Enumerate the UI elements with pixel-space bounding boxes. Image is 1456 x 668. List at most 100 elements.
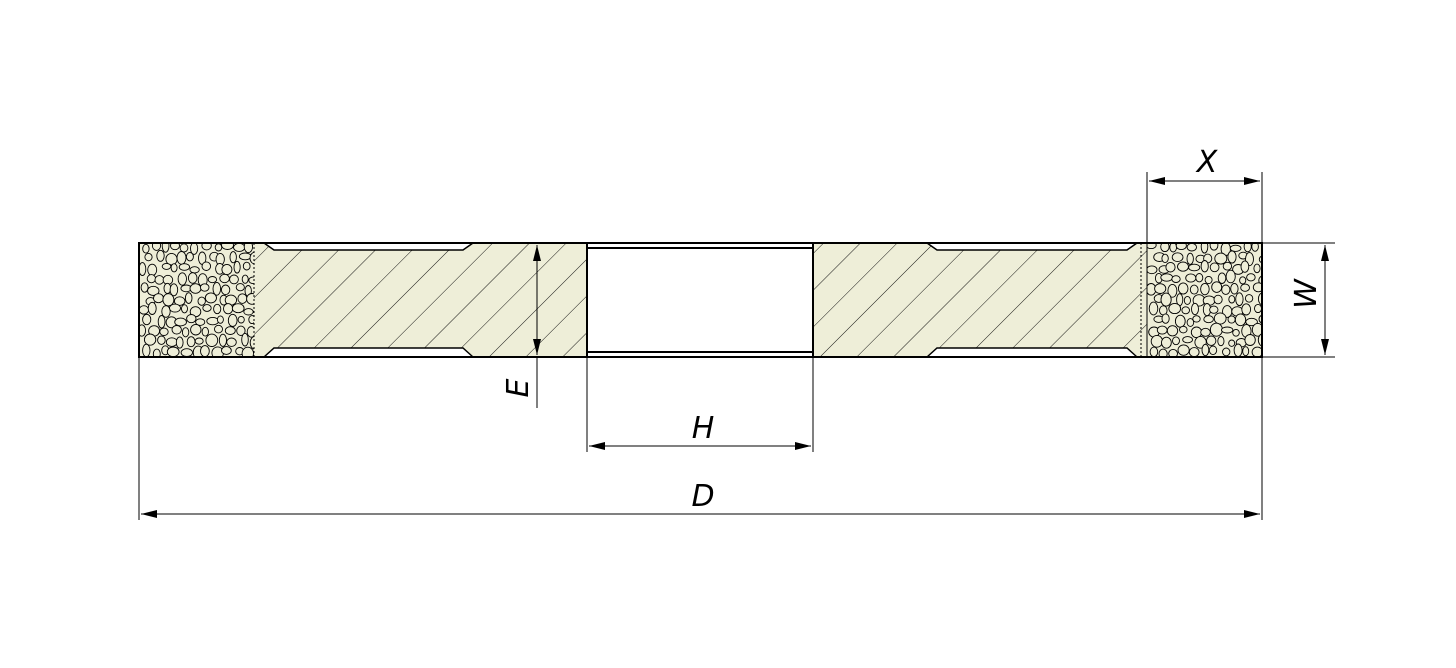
- top-recess-left: [263, 242, 474, 251]
- abrasive-grain: [1183, 295, 1191, 305]
- abrasive-grain: [1201, 343, 1210, 357]
- abrasive-grain: [147, 301, 157, 315]
- abrasive-grain: [1168, 302, 1182, 315]
- abrasive-grain: [241, 332, 249, 347]
- dimension-x-label: X: [1195, 145, 1219, 180]
- abrasive-grain: [1188, 347, 1200, 357]
- abrasive-grain: [139, 262, 147, 277]
- abrasive-grain: [161, 262, 172, 270]
- abrasive-grain: [1171, 275, 1181, 283]
- abrasive-grain: [199, 283, 210, 292]
- abrasive-grain: [1166, 325, 1179, 337]
- abrasive-grain: [1200, 327, 1211, 337]
- abrasive-grain: [1251, 346, 1262, 357]
- abrasive-grain-texture-left: [139, 243, 254, 357]
- abrasive-grain: [1171, 252, 1184, 263]
- abrasive-grain: [212, 281, 222, 296]
- abrasive-grain: [1160, 292, 1172, 307]
- abrasive-grain: [249, 336, 254, 350]
- abrasive-grain: [1228, 339, 1236, 347]
- bore: [586, 242, 814, 358]
- abrasive-grain: [226, 337, 237, 347]
- abrasive-grain: [1244, 294, 1254, 303]
- abrasive-grain: [1222, 347, 1231, 357]
- abrasive-grain: [143, 333, 157, 346]
- abrasive-grain: [1161, 336, 1172, 349]
- abrasive-grain: [1191, 302, 1199, 316]
- abrasive-grain: [1211, 281, 1223, 293]
- abrasive-grain: [231, 303, 245, 314]
- abrasive-grain: [146, 274, 157, 284]
- abrasive-grain: [1213, 312, 1227, 325]
- abrasive-grain: [246, 293, 254, 305]
- abrasive-grain: [237, 315, 245, 324]
- abrasive-grain: [186, 314, 197, 324]
- abrasive-grain: [186, 336, 196, 348]
- abrasive-grain: [1209, 243, 1219, 251]
- abrasive-grain: [1246, 273, 1256, 282]
- abrasive-grain: [1229, 244, 1242, 252]
- abrasive-grain: [229, 251, 237, 264]
- abrasive-grain: [1245, 317, 1258, 327]
- abrasive-grain: [1239, 276, 1247, 285]
- abrasive-grain: [227, 313, 238, 327]
- abrasive-grain: [184, 292, 193, 304]
- abrasive-grain: [179, 243, 189, 253]
- abrasive-grain: [1234, 313, 1247, 327]
- abrasive-grain: [194, 337, 204, 345]
- abrasive-grain: [161, 305, 171, 318]
- abrasive-grain: [1189, 284, 1199, 295]
- abrasive-grain: [1148, 301, 1159, 316]
- abrasive-grain: [233, 260, 241, 274]
- abrasive-grain: [147, 285, 160, 296]
- abrasive-grain: [190, 243, 199, 255]
- abrasive-grain: [1204, 275, 1213, 285]
- abrasive-grain: [1172, 336, 1180, 346]
- abrasive-grain: [157, 315, 166, 329]
- abrasive-grain: [1252, 282, 1262, 293]
- abrasive-grain: [1149, 346, 1159, 357]
- abrasive-grain: [195, 318, 206, 326]
- abrasive-grain: [241, 346, 254, 357]
- abrasive-grain: [1200, 282, 1210, 296]
- abrasive-grain: [156, 249, 165, 262]
- abrasive-grain: [200, 345, 210, 357]
- abrasive-grain: [153, 293, 164, 304]
- abrasive-grain: [202, 304, 212, 312]
- abrasive-grain: [241, 274, 249, 284]
- abrasive-grain: [147, 263, 158, 277]
- abrasive-grain: [181, 304, 188, 314]
- abrasive-grain: [1161, 313, 1170, 324]
- abrasive-grain: [1209, 305, 1219, 314]
- abrasive-grain: [1213, 294, 1223, 305]
- abrasive-grain: [1209, 322, 1223, 337]
- abrasive-grain: [197, 296, 206, 306]
- abrasive-grain: [1158, 348, 1168, 357]
- abrasive-rim-left: [139, 243, 254, 357]
- abrasive-grain: [1174, 314, 1186, 328]
- abrasive-grain: [224, 326, 236, 335]
- abrasive-grain: [221, 263, 233, 276]
- abrasive-grain: [1244, 334, 1256, 346]
- abrasive-grain: [246, 326, 254, 338]
- abrasive-grain: [1242, 346, 1250, 357]
- abrasive-grain: [165, 337, 178, 347]
- abrasive-grain: [139, 324, 147, 337]
- abrasive-grain: [178, 263, 191, 271]
- abrasive-grain: [161, 243, 170, 253]
- abrasive-grain: [170, 243, 180, 251]
- abrasive-grain: [1167, 283, 1178, 298]
- abrasive-grain: [1185, 273, 1197, 283]
- abrasive-grain: [190, 323, 202, 336]
- abrasive-grain: [1232, 328, 1240, 337]
- abrasive-grain: [1168, 348, 1178, 357]
- abrasive-grain: [1230, 282, 1239, 295]
- abrasive-grain: [213, 303, 222, 315]
- abrasive-grain: [1228, 295, 1236, 304]
- abrasive-grain: [1243, 243, 1252, 253]
- abrasive-grain: [139, 305, 150, 315]
- abrasive-grain: [1240, 260, 1250, 273]
- abrasive-grain: [180, 348, 193, 357]
- dimension-h: H: [586, 357, 814, 452]
